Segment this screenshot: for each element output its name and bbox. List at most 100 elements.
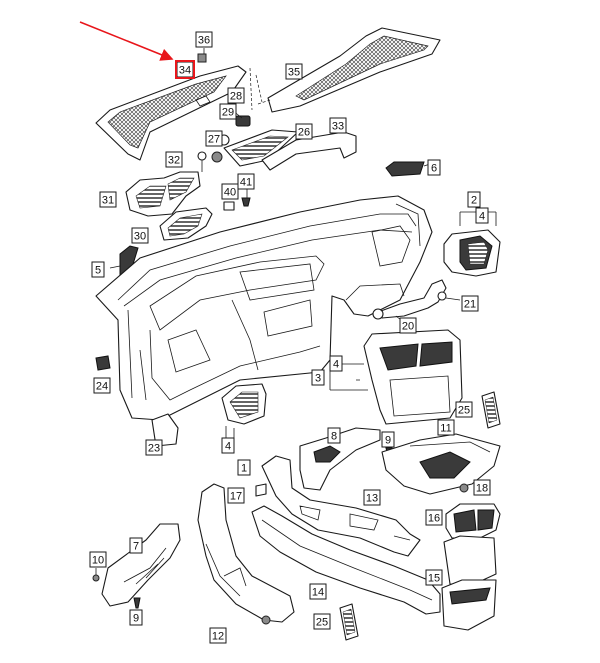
callout-number: 10 <box>92 555 104 567</box>
callout-box <box>219 103 237 120</box>
callout-number: 28 <box>230 91 242 103</box>
part-3-center-panel <box>329 329 463 425</box>
part-9-screw-lower <box>133 597 141 609</box>
callout-box <box>425 569 443 586</box>
part-33-trim-strip <box>261 131 357 171</box>
callout-box <box>381 431 395 448</box>
callout-number: 23 <box>148 443 160 455</box>
callout-number: 12 <box>212 631 224 643</box>
callout-c10: 10 <box>89 551 107 568</box>
part-dashboard <box>95 195 433 421</box>
callout-box <box>473 479 491 496</box>
part-8-duct <box>299 427 381 491</box>
callout-box <box>311 369 325 386</box>
callout-c14: 14 <box>309 583 327 600</box>
callout-c26: 26 <box>295 123 313 140</box>
callout-box <box>313 613 331 630</box>
callout-box <box>237 173 255 190</box>
part-20-air-duct <box>372 279 447 325</box>
part-25-grille-lower <box>339 603 359 641</box>
part-11-trim-tray <box>381 433 501 495</box>
part-40-clip <box>223 201 235 211</box>
part-14-floor-duct <box>251 505 441 615</box>
highlight-arrow <box>79 21 174 61</box>
callout-number: 32 <box>168 155 180 167</box>
callout-box <box>399 317 417 334</box>
callout-c32: 32 <box>165 151 183 168</box>
callout-c23: 23 <box>145 439 163 456</box>
callout-c5: 5 <box>91 261 105 278</box>
callout-box <box>129 537 143 554</box>
callout-number: 24 <box>96 381 108 393</box>
part-2-vent-right <box>443 211 501 277</box>
callout-number: 26 <box>298 127 310 139</box>
callout-number: 35 <box>288 67 300 79</box>
callout-number: 36 <box>198 35 210 47</box>
callout-number: 27 <box>208 134 220 146</box>
part-25-grille-upper <box>481 391 501 429</box>
part-15-console-end <box>441 535 497 631</box>
part-12-floor-duct <box>197 483 295 625</box>
callout-c7: 7 <box>129 537 143 554</box>
callout-box <box>427 159 441 176</box>
callout-box <box>455 401 473 418</box>
callout-c8: 8 <box>327 427 341 444</box>
callout-box <box>329 355 343 372</box>
part-16-rear-vent <box>445 503 501 539</box>
callout-c12: 12 <box>209 627 227 644</box>
callout-c4a: 4 <box>475 207 489 224</box>
callout-c31: 31 <box>99 191 117 208</box>
part-6-side-vent <box>385 161 431 177</box>
part-10-nut <box>92 568 100 582</box>
callout-number: 5 <box>95 265 101 277</box>
callout-number: 20 <box>402 321 414 333</box>
callout-number: 4 <box>333 359 339 371</box>
callout-number: 16 <box>428 513 440 525</box>
callout-number: 11 <box>440 423 451 435</box>
part-31-vent-housing <box>125 171 201 217</box>
part-30-center-vent <box>159 207 213 241</box>
callout-number: 14 <box>312 587 324 599</box>
callout-c34: 34 <box>176 61 194 78</box>
callout-box <box>89 551 107 568</box>
callout-c24: 24 <box>93 377 111 394</box>
callout-c1: 1 <box>237 459 251 476</box>
callout-number: 25 <box>316 617 328 629</box>
callout-box <box>363 489 381 506</box>
part-5-side-vent <box>109 245 139 279</box>
callout-c21: 21 <box>461 295 479 312</box>
part-7-footwell-duct <box>101 523 181 607</box>
callout-c11: 11 <box>437 419 455 436</box>
part-24-switch <box>95 355 111 371</box>
part-18-screw <box>459 483 469 493</box>
callout-box <box>165 151 183 168</box>
callout-number: 4 <box>479 211 485 223</box>
part-35-cowl-right <box>267 27 441 113</box>
callout-box <box>425 509 443 526</box>
callout-c35: 35 <box>285 63 303 80</box>
callout-c33: 33 <box>329 117 347 134</box>
callout-c13: 13 <box>363 489 381 506</box>
callout-box <box>329 117 347 134</box>
callout-number: 6 <box>431 163 437 175</box>
callout-c18: 18 <box>473 479 491 496</box>
callout-box <box>221 437 235 454</box>
callout-number: 18 <box>476 483 488 495</box>
callout-c3: 3 <box>311 369 325 386</box>
part-32-bolt <box>197 151 207 172</box>
callout-number: 7 <box>133 541 139 553</box>
callout-c36: 36 <box>195 31 213 48</box>
callout-box <box>461 295 479 312</box>
part-29-sensor <box>231 109 251 127</box>
callout-c16: 16 <box>425 509 443 526</box>
callout-number: 13 <box>366 493 378 505</box>
part-lower-center-vent <box>221 383 267 440</box>
callout-c6: 6 <box>427 159 441 176</box>
callout-box <box>129 609 143 626</box>
callout-box <box>227 87 245 104</box>
callout-number: 31 <box>102 195 114 207</box>
callout-c17: 17 <box>227 487 245 504</box>
